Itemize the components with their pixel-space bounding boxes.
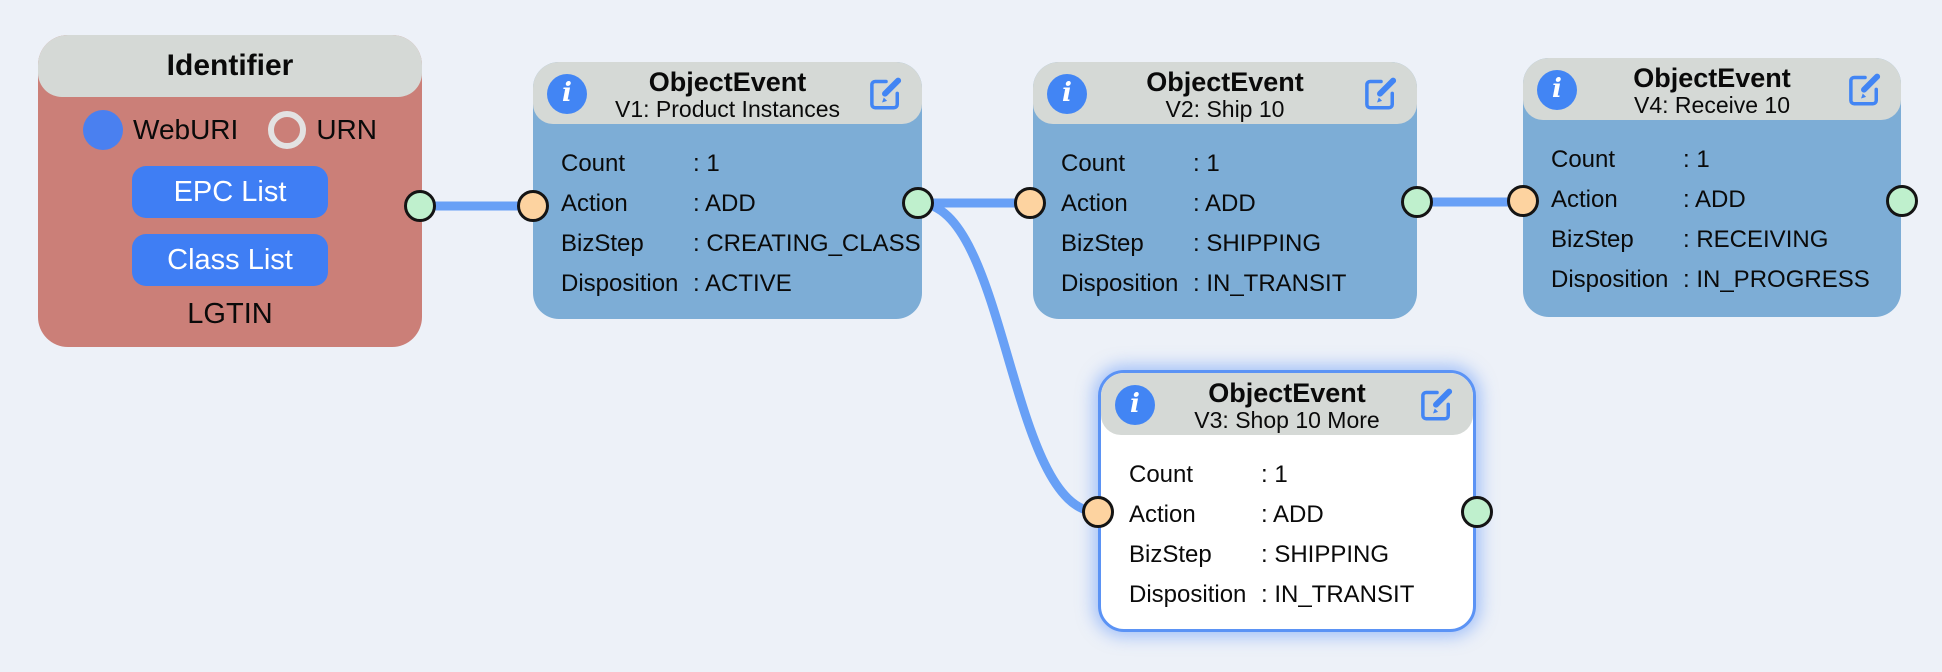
event-field-row: Disposition: IN_PROGRESS bbox=[1551, 266, 1870, 293]
event-field-row: Disposition: IN_TRANSIT bbox=[1129, 581, 1415, 608]
source-handle-v2[interactable] bbox=[1401, 186, 1433, 218]
event-node-title: ObjectEvent bbox=[648, 67, 807, 97]
class-list-button[interactable]: Class List bbox=[132, 234, 328, 286]
weburi-radio-label[interactable]: WebURI bbox=[133, 114, 239, 145]
identifier-node-header: Identifier bbox=[38, 35, 422, 97]
event-field-row: BizStep: CREATING_CLASS bbox=[561, 230, 921, 257]
event-node-subtitle: V2: Ship 10 bbox=[1165, 96, 1285, 122]
event-node-title: ObjectEvent bbox=[1208, 378, 1366, 408]
event-node-title: ObjectEvent bbox=[1146, 67, 1304, 97]
info-icon[interactable]: i bbox=[547, 74, 587, 114]
object-event-node-v2[interactable]: i ObjectEvent V2: Ship 10 Count: 1 Actio… bbox=[1033, 62, 1417, 319]
event-field-row: BizStep: SHIPPING bbox=[1061, 230, 1322, 257]
event-field-row: Action: ADD bbox=[561, 190, 756, 217]
event-field-row: Count: 1 bbox=[1551, 146, 1710, 173]
event-node-subtitle: V1: Product Instances bbox=[614, 96, 840, 122]
edit-icon[interactable] bbox=[864, 72, 906, 114]
object-event-node-v1[interactable]: i ObjectEvent V1: Product Instances Coun… bbox=[533, 62, 922, 319]
object-event-node-v4[interactable]: i ObjectEvent V4: Receive 10 Count: 1 Ac… bbox=[1523, 58, 1901, 317]
target-handle-v3[interactable] bbox=[1082, 496, 1114, 528]
event-field-row: Count: 1 bbox=[1129, 461, 1288, 488]
edit-icon[interactable] bbox=[1843, 68, 1885, 110]
source-handle-identifier[interactable] bbox=[404, 190, 436, 222]
event-field-row: BizStep: SHIPPING bbox=[1129, 541, 1390, 568]
identifier-node-title: Identifier bbox=[166, 49, 294, 82]
urn-radio[interactable] bbox=[268, 111, 307, 149]
event-node-header: i ObjectEvent V3: Shop 10 More bbox=[1101, 373, 1473, 435]
event-field-row: BizStep: RECEIVING bbox=[1551, 226, 1829, 253]
event-node-subtitle: V4: Receive 10 bbox=[1634, 92, 1790, 118]
edit-icon[interactable] bbox=[1415, 383, 1457, 425]
object-event-node-v3[interactable]: i ObjectEvent V3: Shop 10 More Count: 1 … bbox=[1098, 370, 1476, 632]
info-icon[interactable]: i bbox=[1537, 70, 1577, 110]
target-handle-v1[interactable] bbox=[517, 190, 549, 222]
event-node-title: ObjectEvent bbox=[1633, 63, 1791, 93]
source-handle-v1[interactable] bbox=[902, 187, 934, 219]
target-handle-v2[interactable] bbox=[1014, 187, 1046, 219]
event-field-row: Count: 1 bbox=[561, 150, 720, 177]
event-field-row: Action: ADD bbox=[1061, 190, 1256, 217]
urn-radio-label[interactable]: URN bbox=[316, 114, 377, 145]
event-field-row: Disposition: ACTIVE bbox=[561, 270, 792, 297]
event-node-header: i ObjectEvent V1: Product Instances bbox=[533, 62, 922, 124]
identifier-type-label: LGTIN bbox=[187, 298, 273, 330]
edit-icon[interactable] bbox=[1359, 72, 1401, 114]
source-handle-v3[interactable] bbox=[1461, 496, 1493, 528]
event-field-row: Count: 1 bbox=[1061, 150, 1220, 177]
edge-v1-to-v3[interactable] bbox=[913, 198, 1103, 517]
info-icon[interactable]: i bbox=[1115, 385, 1155, 425]
source-handle-v4[interactable] bbox=[1886, 185, 1918, 217]
event-node-subtitle: V3: Shop 10 More bbox=[1194, 407, 1380, 433]
epc-list-button[interactable]: EPC List bbox=[132, 166, 328, 218]
target-handle-v4[interactable] bbox=[1507, 185, 1539, 217]
identifier-node[interactable]: Identifier WebURI URN EPC List Class Lis… bbox=[38, 35, 422, 347]
weburi-radio[interactable] bbox=[83, 110, 124, 150]
event-node-header: i ObjectEvent V4: Receive 10 bbox=[1523, 58, 1901, 120]
event-field-row: Action: ADD bbox=[1551, 186, 1746, 213]
info-icon[interactable]: i bbox=[1047, 74, 1087, 114]
event-field-row: Action: ADD bbox=[1129, 501, 1324, 528]
event-field-row: Disposition: IN_TRANSIT bbox=[1061, 270, 1347, 297]
event-node-header: i ObjectEvent V2: Ship 10 bbox=[1033, 62, 1417, 124]
